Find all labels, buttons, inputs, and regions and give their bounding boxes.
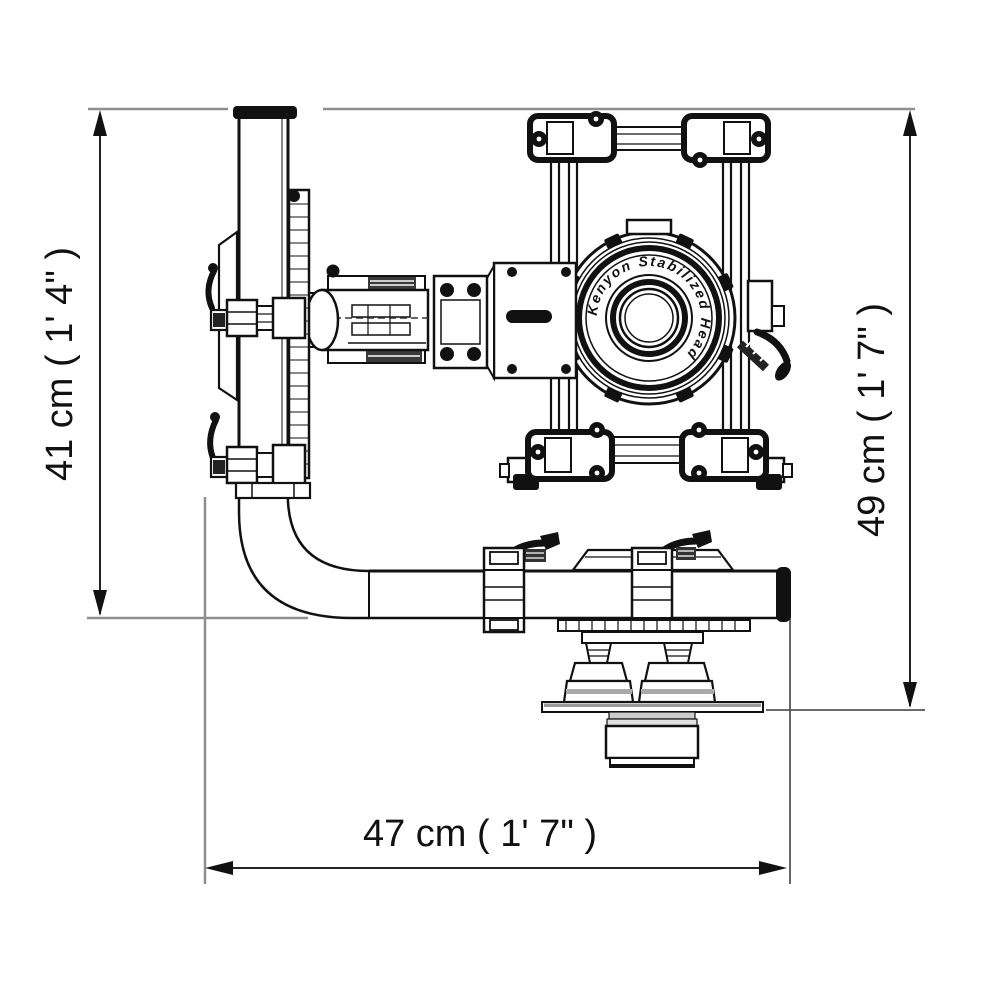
right-dimension-arrow-up <box>903 110 917 136</box>
under-rail <box>557 619 751 632</box>
gyro-motor: Kenyon Stabilized Head <box>561 218 737 406</box>
left-dimension-label: 41 cm ( 1' 4" ) <box>39 247 81 481</box>
clamp-lever-handle <box>753 328 791 365</box>
extension-lines <box>87 107 925 884</box>
motor-knob <box>326 264 340 278</box>
camera-box <box>486 261 578 382</box>
motor-body <box>320 288 430 352</box>
bottom-dimension-arrow-left <box>205 861 233 875</box>
stem-left <box>584 642 613 664</box>
bottom-dimension: 47 cm ( 1' 7" ) <box>205 813 787 875</box>
right-dimension: 49 cm ( 1' 7" ) <box>851 110 917 708</box>
clamp-rod <box>736 340 770 372</box>
mount-frame-bottom <box>499 422 793 490</box>
under-rail-ticks <box>565 621 736 630</box>
bottom-dimension-arrow-right <box>759 861 787 875</box>
bottom-cylinder <box>604 711 700 768</box>
left-dimension-arrow-down <box>93 590 107 616</box>
gyro-side-clamp <box>736 279 791 381</box>
roll-motor <box>302 264 430 364</box>
tube-clamps <box>482 530 736 634</box>
mount-plate <box>581 631 704 644</box>
tube-end-cap <box>776 567 791 622</box>
right-dimension-arrow-down <box>903 682 917 708</box>
bottom-dimension-label: 47 cm ( 1' 7" ) <box>363 813 597 855</box>
right-dimension-label: 49 cm ( 1' 7" ) <box>851 303 893 537</box>
cone-foot-left <box>562 661 635 704</box>
upper-clamp <box>205 263 307 340</box>
base-assembly <box>541 619 764 768</box>
mount-frame-top <box>527 111 771 168</box>
vertical-post-assembly <box>205 106 312 500</box>
stem-right <box>662 642 694 664</box>
plate-top-bolt <box>288 190 300 202</box>
post-cap <box>233 106 297 119</box>
shaft-coupling <box>432 274 489 370</box>
upper-clamp-lever <box>205 268 217 311</box>
camera-box-slot <box>506 310 552 323</box>
tube-clamp-left <box>482 532 560 634</box>
left-dimension-arrow-up <box>93 110 107 136</box>
lower-clamp-lever <box>207 417 219 461</box>
motor-end-cap <box>304 288 340 352</box>
left-dimension: 41 cm ( 1' 4" ) <box>39 110 107 616</box>
lower-clamp <box>207 412 312 500</box>
cone-foot-right <box>637 661 717 704</box>
gyro-top-tab <box>625 218 673 236</box>
